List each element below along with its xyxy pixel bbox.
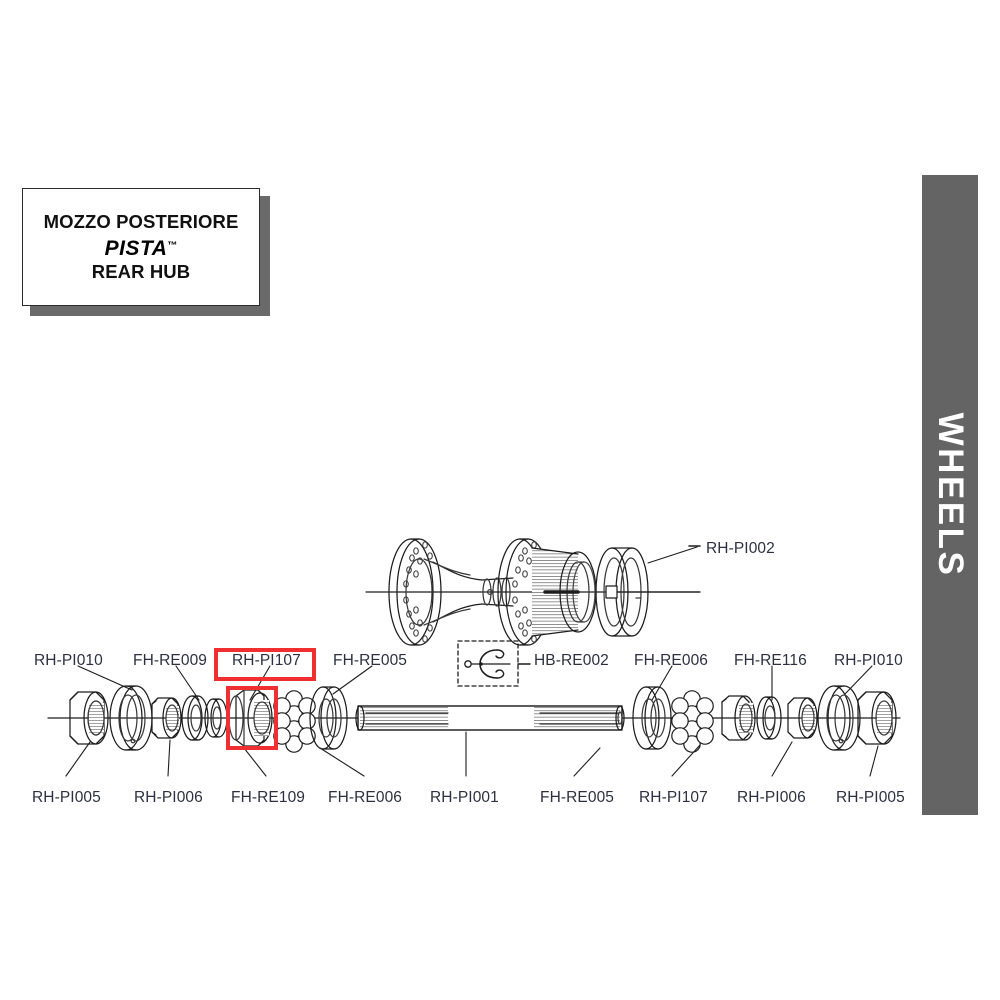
callout-top-fh-re116: FH-RE116 <box>734 652 807 669</box>
tool-callout-box <box>457 640 531 687</box>
c-clip-tool-icon <box>464 649 511 679</box>
title-english: REAR HUB <box>91 260 191 282</box>
title-italian: MOZZO POSTERIORE <box>43 211 239 233</box>
wheels-section-tab: WHEELS <box>922 175 978 815</box>
callout-bottom-fh-re006: FH-RE006 <box>328 789 403 806</box>
brand-name: PISTA <box>104 236 168 260</box>
part-left-ball-bearings <box>273 690 316 753</box>
part-left-bearing-cup <box>309 686 348 750</box>
callout-bottom-fh-re109: FH-RE109 <box>231 789 306 806</box>
callout-bottom-rh-pi005-left: RH-PI005 <box>32 789 101 806</box>
leader-lines-top <box>77 665 873 701</box>
part-right-cone <box>721 695 756 741</box>
title-plate-face: MOZZO POSTERIORE PISTA™ REAR HUB <box>22 188 260 306</box>
callout-top-fh-re009: FH-RE009 <box>133 652 208 669</box>
leader-lines-bottom <box>65 731 879 777</box>
part-right-ball-bearings <box>671 690 714 753</box>
callout-bottom-rh-pi005-right: RH-PI005 <box>836 789 905 806</box>
part-left-locknut <box>69 691 109 745</box>
brand-lockup: PISTA™ <box>105 238 178 259</box>
hub-threaded-shoulder <box>531 547 597 637</box>
part-axle-rh-pi001 <box>355 705 625 731</box>
callout-top-hb-re002: HB-RE002 <box>534 652 609 669</box>
hub-barrel <box>481 577 514 607</box>
hub-shell-assembly <box>365 538 701 646</box>
callout-top-fh-re006: FH-RE006 <box>634 652 709 669</box>
part-left-washer-a <box>181 695 209 741</box>
callout-top-rh-pi107-highlighted: RH-PI107 <box>232 652 301 669</box>
part-left-spacer-ring <box>109 685 153 751</box>
callout-bottom-rh-pi006-right: RH-PI006 <box>737 789 806 806</box>
part-right-locknut-small <box>787 697 818 739</box>
callout-top-fh-re005: FH-RE005 <box>333 652 408 669</box>
highlight-box-part <box>226 686 278 750</box>
callout-top-rh-pi010-right: RH-PI010 <box>834 652 903 669</box>
part-right-spacer-ring <box>817 685 861 751</box>
callout-bottom-fh-re005: FH-RE005 <box>540 789 615 806</box>
callout-bottom-rh-pi001: RH-PI001 <box>430 789 499 806</box>
part-right-locknut <box>857 691 897 745</box>
trademark-symbol: ™ <box>167 240 178 252</box>
title-plate: MOZZO POSTERIORE PISTA™ REAR HUB <box>22 188 270 316</box>
part-right-bearing-cup <box>632 686 672 750</box>
hub-left-flange <box>388 538 483 646</box>
part-highlighted-cone-rh-pi107 <box>228 689 273 747</box>
callout-rh-pi002: RH-PI002 <box>706 540 775 557</box>
axle-exploded-assembly <box>47 685 901 753</box>
callout-bottom-rh-pi006-left: RH-PI006 <box>134 789 203 806</box>
leader-rh-pi002 <box>647 546 698 564</box>
callout-bottom-rh-pi107: RH-PI107 <box>639 789 708 806</box>
part-left-cone <box>151 697 182 739</box>
highlight-box-label <box>214 648 316 681</box>
callout-top-rh-pi010-left: RH-PI010 <box>34 652 103 669</box>
